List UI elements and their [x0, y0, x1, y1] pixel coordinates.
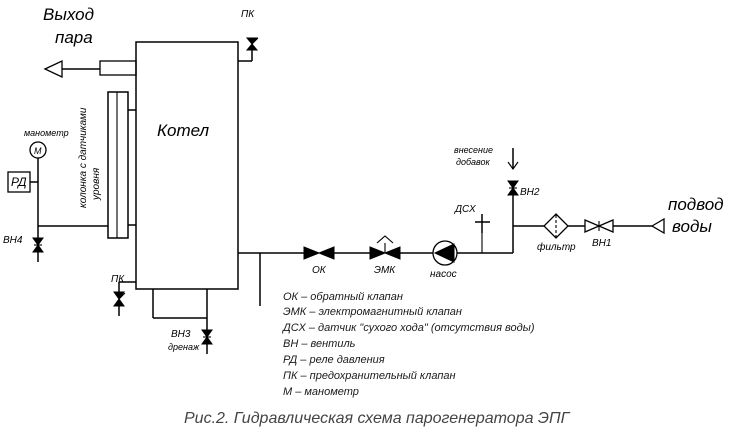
steam-outlet: Выход пара: [43, 5, 137, 79]
steam-out-label-2: пара: [55, 28, 93, 47]
steam-out-label-1: Выход: [43, 5, 94, 24]
legend-item: ВН – вентиль: [283, 338, 356, 350]
valve-bh4-icon: [32, 237, 44, 246]
valve-bh3-label: ВН3: [171, 329, 191, 340]
boiler: Котел колонка с датчиками уровня ПК: [78, 9, 259, 290]
legend-item: ДСХ – датчик "сухого хода" (отсутствия в…: [281, 322, 535, 334]
level-column-label-1: колонка с датчиками: [78, 107, 89, 208]
legend-item: ОК – обратный клапан: [283, 291, 403, 303]
water-in-arrow-icon: [650, 217, 665, 235]
legend-item: ПК – предохранительный клапан: [283, 370, 456, 382]
level-column-label-2: уровня: [91, 167, 102, 201]
steam-out-arrow-icon: [43, 59, 63, 79]
valve-bh2-icon: [507, 180, 519, 189]
valve-bh3-icon: [201, 329, 213, 338]
additives-label-2: добавок: [456, 157, 491, 167]
pressure-relay-label: РД: [11, 175, 27, 189]
legend-item: РД – реле давления: [283, 354, 385, 366]
additives-label-1: внесение: [454, 145, 493, 155]
check-valve-label: ОК: [312, 265, 327, 276]
steam-nozzle: [99, 60, 137, 76]
pump-label: насос: [430, 269, 457, 280]
drain-label: дренаж: [168, 342, 200, 352]
safety-valve-bottom-icon: [113, 291, 125, 300]
feed-water-line: ОК ЭМК насос ДСХ внесение добавок ВН2 фи…: [238, 145, 724, 306]
boiler-label: Котел: [157, 121, 210, 140]
additives-arrow-icon: [507, 161, 519, 170]
water-in-label-1: подвод: [668, 195, 724, 214]
solenoid-valve-icon: [369, 246, 387, 260]
drain-line: ВН3 дренаж: [152, 289, 213, 354]
water-in-label-2: воды: [672, 217, 712, 236]
boiler-body: [135, 41, 239, 290]
legend-item: М – манометр: [283, 386, 359, 398]
pressure-instruments: манометр М РД ВН4: [3, 128, 108, 262]
solenoid-valve-label: ЭМК: [374, 265, 396, 276]
safety-valve-bottom: ПК: [111, 274, 136, 316]
dry-run-sensor-label: ДСХ: [454, 204, 476, 215]
valve-bh4-label: ВН4: [3, 235, 23, 246]
valve-bh1-icon: [584, 219, 601, 233]
valve-bh1-label: ВН1: [592, 238, 611, 249]
check-valve-icon: [303, 246, 321, 260]
safety-valve-bottom-label: ПК: [111, 274, 125, 285]
manometer-symbol: М: [34, 146, 42, 156]
filter-label: фильтр: [537, 241, 576, 253]
figure-caption: Рис.2. Гидравлическая схема парогенерато…: [184, 410, 571, 427]
legend-item: ЭМК – электромагнитный клапан: [283, 306, 462, 318]
safety-valve-top-label: ПК: [241, 9, 255, 20]
valve-bh2-label: ВН2: [520, 187, 540, 198]
level-column: [107, 91, 129, 239]
manometer-label: манометр: [24, 128, 69, 138]
legend: ОК – обратный клапан ЭМК – электромагнит…: [281, 291, 535, 398]
